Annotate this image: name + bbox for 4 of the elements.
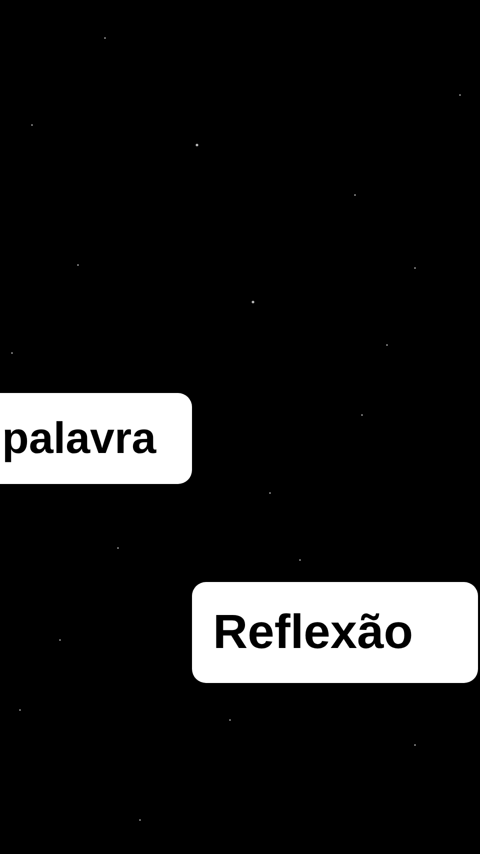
word-box <box>192 582 478 683</box>
word-text: Reflexão <box>213 605 414 660</box>
word-text: palavra <box>2 414 156 464</box>
word-box <box>0 393 192 484</box>
